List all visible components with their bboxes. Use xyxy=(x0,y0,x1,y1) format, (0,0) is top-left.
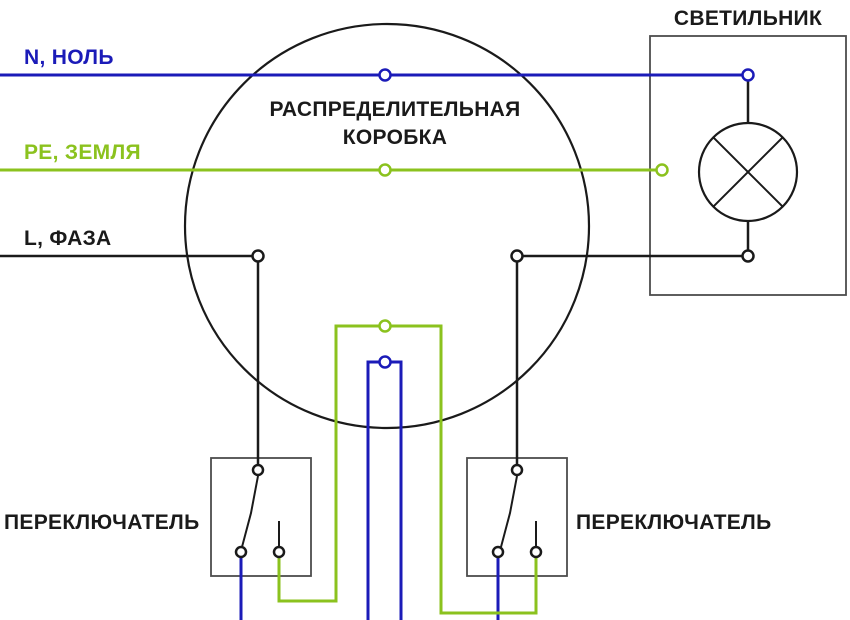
luminaire-label: СВЕТИЛЬНИК xyxy=(674,7,822,30)
switch-left-terminal-1 xyxy=(234,545,248,559)
blue-traveler-junction-dot xyxy=(378,355,392,369)
switch-left-lever xyxy=(241,475,259,548)
neutral-label: N, НОЛЬ xyxy=(24,46,114,69)
switch-right-common-terminal xyxy=(510,463,524,477)
junction-box-circle xyxy=(183,22,591,430)
phase-right-junction-dot xyxy=(510,249,524,263)
earth-dots xyxy=(378,163,669,333)
neutral-dots xyxy=(378,68,755,369)
switch-left-box xyxy=(210,457,312,577)
switch-left-terminal-2 xyxy=(272,545,286,559)
junction-box-label-line2: КОРОБКА xyxy=(343,126,447,149)
neutral-junction-dot xyxy=(378,68,392,82)
switch-right-lever xyxy=(500,475,518,548)
switch-left-label: ПЕРЕКЛЮЧАТЕЛЬ xyxy=(4,511,199,534)
earth-junction-dot xyxy=(378,163,392,177)
switch-right-label: ПЕРЕКЛЮЧАТЕЛЬ xyxy=(576,511,771,534)
lamp-neutral-terminal-dot xyxy=(741,68,755,82)
switch-right-terminal-1 xyxy=(491,545,505,559)
junction-box-label-line1: РАСПРЕДЕЛИТЕЛЬНАЯ xyxy=(269,98,520,121)
blue-traveler-link xyxy=(366,360,403,620)
lamp-cross-line-2 xyxy=(712,136,784,208)
green-traveler-junction-dot xyxy=(378,319,392,333)
phase-wires xyxy=(0,75,750,548)
lamp-earth-terminal-dot xyxy=(655,163,669,177)
phase-left-junction-dot xyxy=(251,249,265,263)
junction-dots xyxy=(234,68,755,559)
phase-dots xyxy=(234,249,755,559)
lamp-phase-terminal-dot xyxy=(741,249,755,263)
switch-left-common-terminal xyxy=(251,463,265,477)
switch-right-terminal-2 xyxy=(529,545,543,559)
phase-label: L, ФАЗА xyxy=(24,227,111,250)
earth-label: PE, ЗЕМЛЯ xyxy=(24,141,141,164)
